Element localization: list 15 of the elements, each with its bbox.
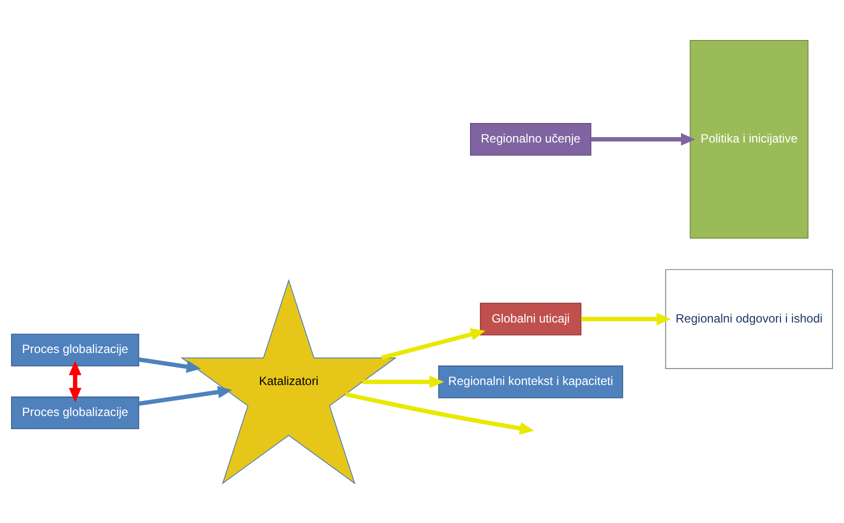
arrow <box>138 385 232 406</box>
node-box: Globalni uticaji <box>480 302 582 335</box>
node-box: Proces globalizacije <box>11 396 140 429</box>
node-box: Regionalni odgovori i ishodi <box>665 268 833 368</box>
node-box: Regionalno učenje <box>470 122 592 156</box>
arrow <box>591 132 696 146</box>
arrow <box>581 312 671 325</box>
node-box: Regionalni kontekst i kapaciteti <box>438 365 624 398</box>
arrow <box>138 356 201 372</box>
node-box: Politika i inicijative <box>690 40 808 238</box>
arrow <box>362 375 444 388</box>
arrow <box>381 328 486 360</box>
arrow <box>68 360 82 402</box>
node-box: Proces globalizacije <box>11 333 140 366</box>
arrow <box>345 392 534 434</box>
